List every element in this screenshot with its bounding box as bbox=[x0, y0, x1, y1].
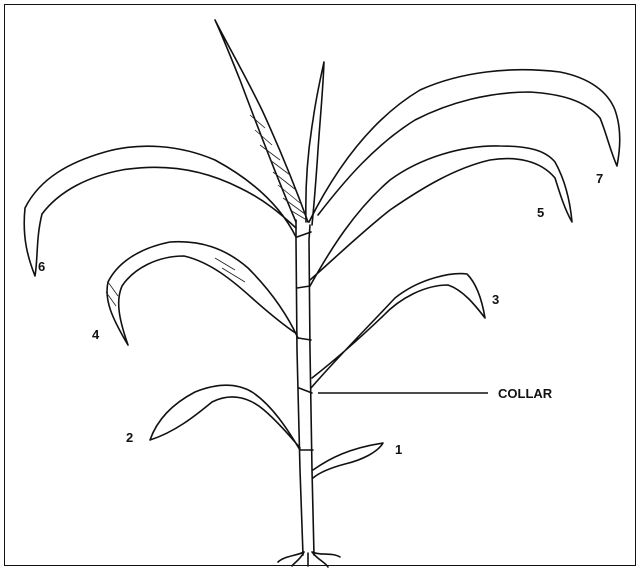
leaf-label-4: 4 bbox=[92, 327, 100, 342]
leaf-2 bbox=[150, 385, 300, 450]
leaf-4 bbox=[107, 242, 298, 345]
leaf-label-1: 1 bbox=[395, 442, 402, 457]
leaf-label-5: 5 bbox=[537, 205, 544, 220]
leaf-6 bbox=[24, 146, 296, 276]
leaf-3 bbox=[311, 274, 485, 388]
leaf-7 bbox=[309, 70, 620, 222]
leaf-label-6: 6 bbox=[38, 259, 45, 274]
node-4 bbox=[297, 286, 310, 288]
leaf-label-3: 3 bbox=[492, 292, 499, 307]
corn-plant-drawing bbox=[24, 20, 620, 567]
leaf-5 bbox=[310, 146, 572, 286]
leaf-1 bbox=[313, 443, 383, 478]
node-3 bbox=[298, 338, 311, 340]
stalk-right-edge bbox=[309, 225, 314, 555]
roots bbox=[278, 552, 340, 567]
leaf-label-7: 7 bbox=[596, 171, 603, 186]
leaf-label-2: 2 bbox=[126, 430, 133, 445]
collar-label: COLLAR bbox=[498, 386, 553, 401]
